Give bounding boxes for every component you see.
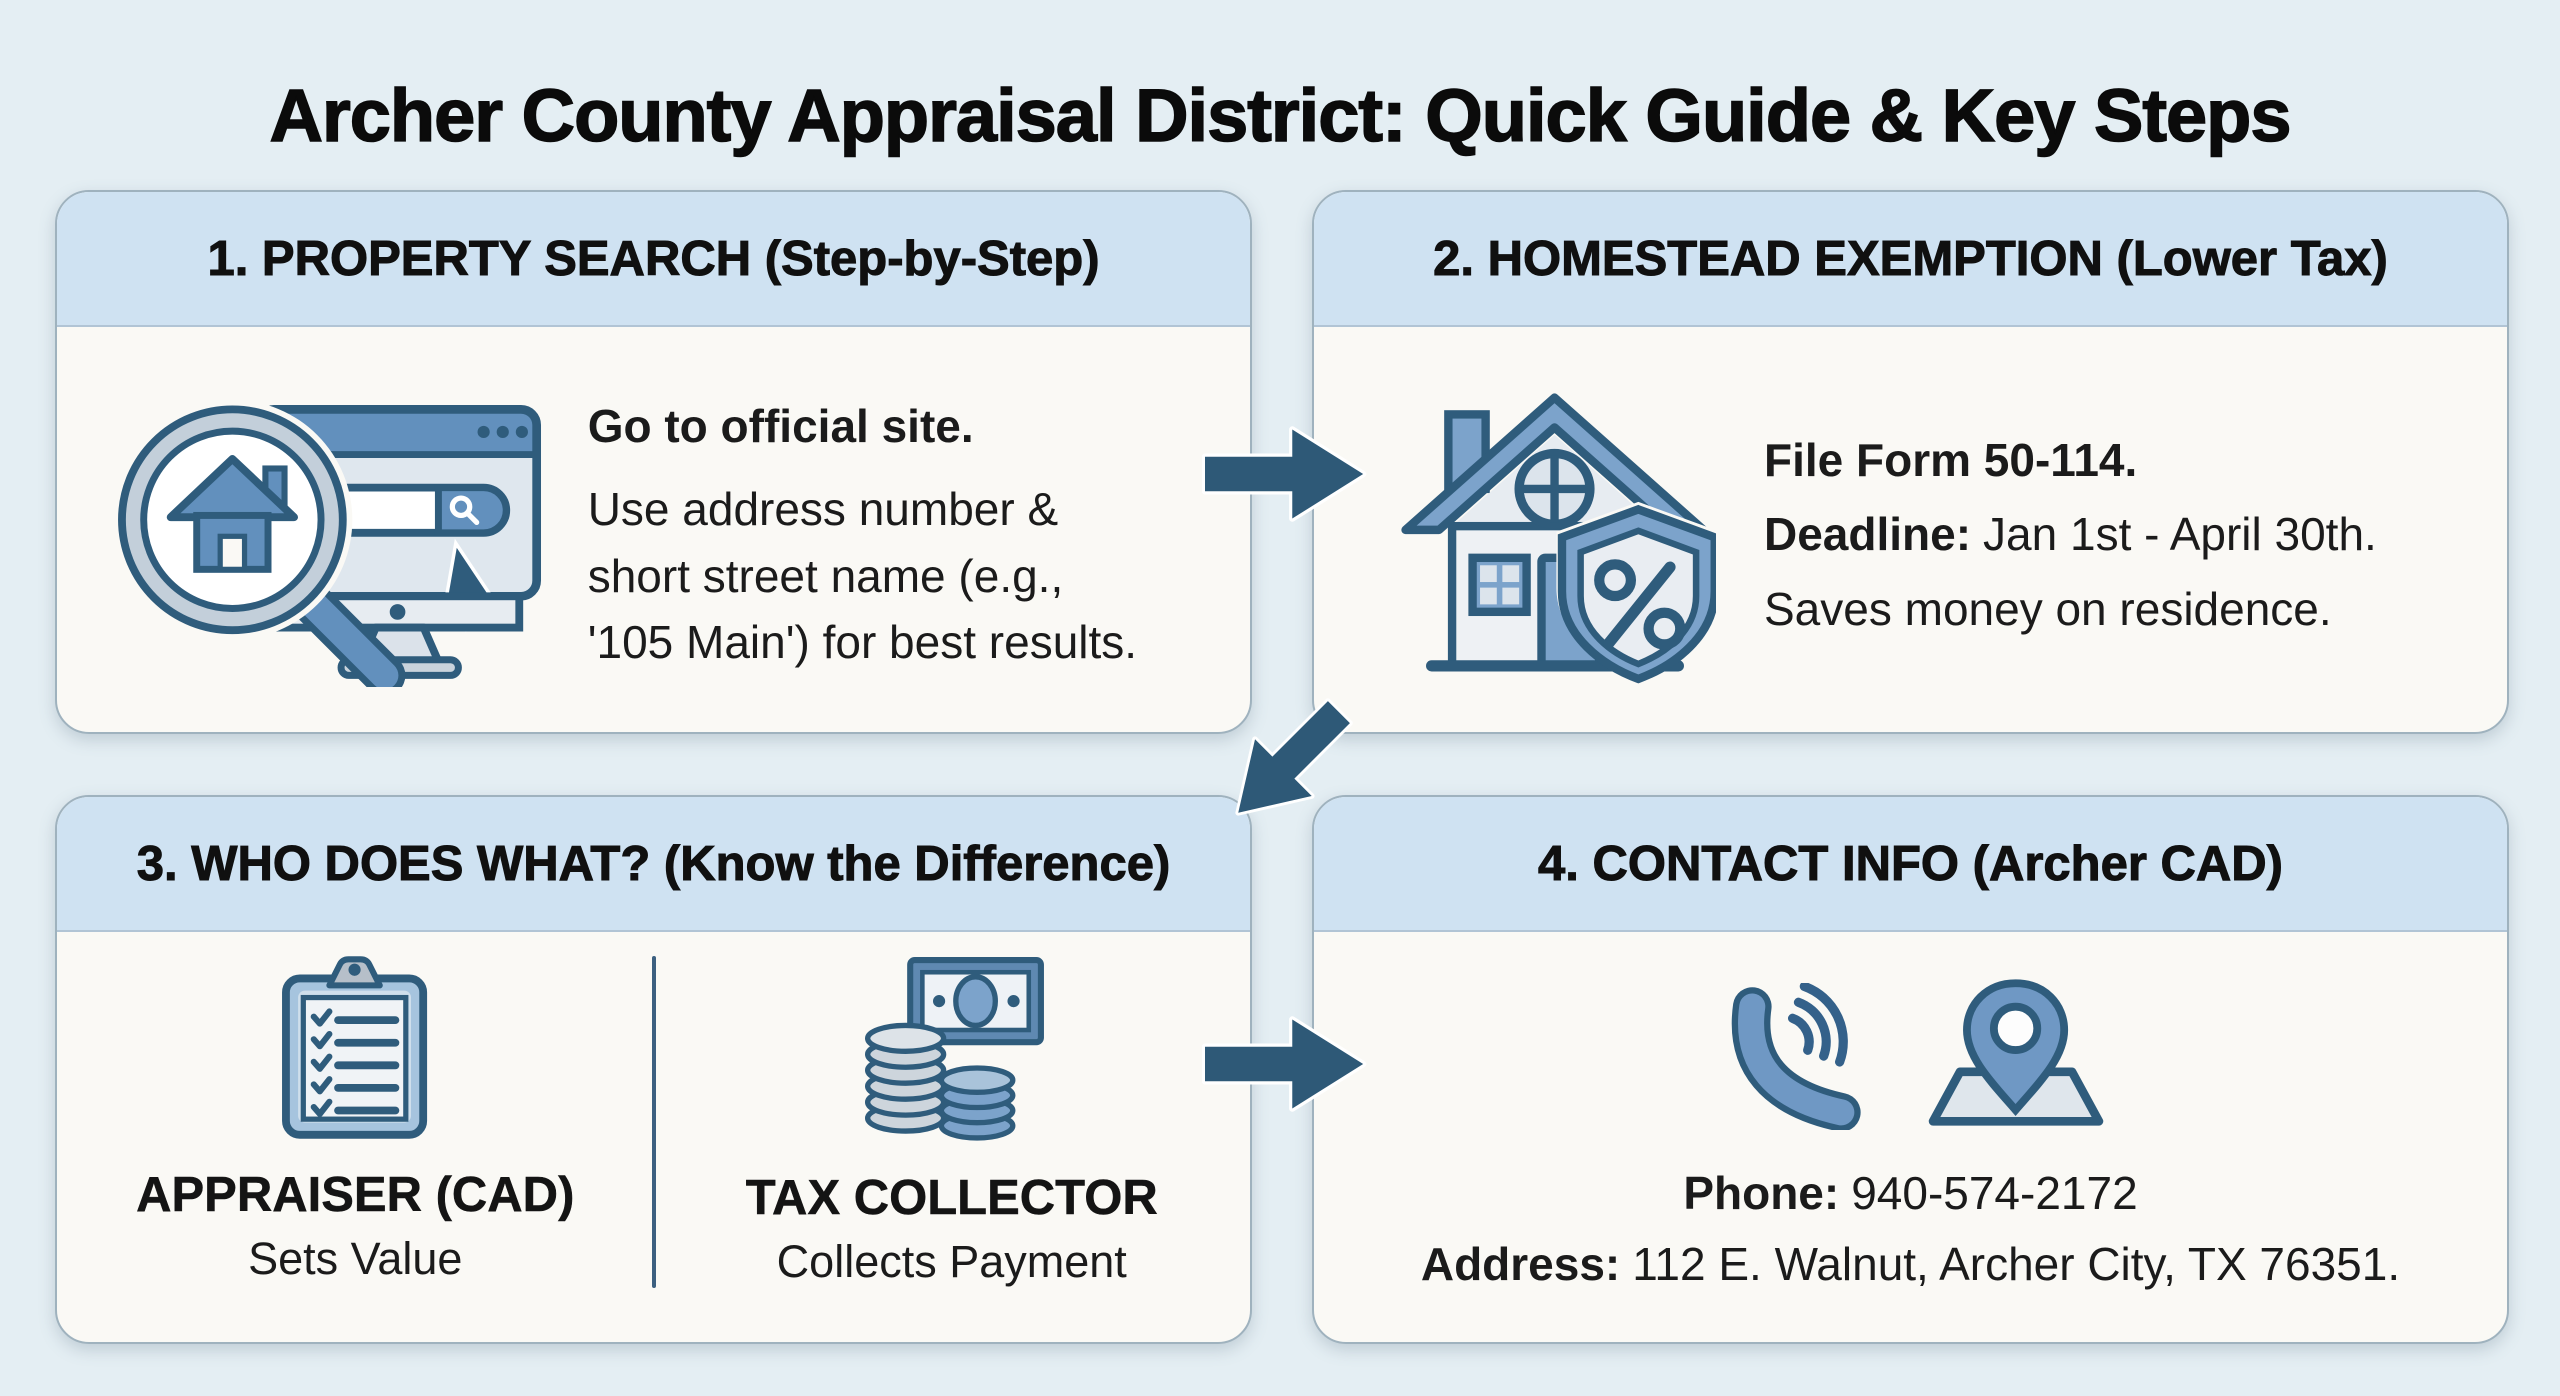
- contact-phone: Phone:940-574-2172: [1421, 1158, 2400, 1229]
- arrow-down-left-icon: [1235, 698, 1353, 816]
- appraiser-subtitle: Sets Value: [248, 1233, 463, 1284]
- deadline-value: Jan 1st - April 30th.: [1983, 508, 2377, 561]
- property-search-line: Use address number &: [587, 482, 1059, 535]
- card-homestead-exemption: 2. HOMESTEAD EXEMPTION (Lower Tax): [1312, 190, 2509, 734]
- phone-label: Phone:: [1683, 1167, 1840, 1219]
- card-contact-header: 4. CONTACT INFO (Archer CAD): [1314, 797, 2507, 932]
- collector-column: TAX COLLECTOR Collects Payment: [654, 932, 1251, 1342]
- card-contact-info: 4. CONTACT INFO (Archer CAD): [1312, 795, 2509, 1344]
- cash-coins-icon: [864, 957, 1044, 1141]
- page-title: Archer County Appraisal District: Quick …: [269, 73, 2292, 158]
- collector-subtitle: Collects Payment: [776, 1236, 1127, 1287]
- map-pin-icon: [1928, 979, 2103, 1126]
- clipboard-checklist-icon: [282, 956, 428, 1139]
- arrow-right-icon: [1202, 426, 1367, 522]
- homestead-lead: File Form 50-114.: [1764, 433, 2138, 486]
- address-value: 112 E. Walnut, Archer City, TX 76351.: [1632, 1238, 2401, 1291]
- property-search-line: '105 Main') for best results.: [587, 616, 1138, 669]
- arrow-right-icon: [1202, 1016, 1367, 1112]
- property-search-text: Go to official site. Use address number …: [588, 393, 1220, 676]
- appraiser-column: APPRAISER (CAD) Sets Value: [57, 932, 654, 1342]
- deadline-label: Deadline:: [1764, 508, 1972, 561]
- appraiser-title: APPRAISER (CAD): [136, 1168, 575, 1223]
- card-homestead-body: File Form 50-114. Deadline:Jan 1st - Apr…: [1314, 327, 2507, 732]
- card-contact-body: Phone:940-574-2172 Address:112 E. Walnut…: [1314, 932, 2507, 1342]
- collector-title: TAX COLLECTOR: [745, 1171, 1158, 1226]
- card-property-search: 1. PROPERTY SEARCH (Step-by-Step): [55, 190, 1252, 734]
- card-who-does-what-body: APPRAISER (CAD) Sets Value: [57, 932, 1250, 1342]
- homestead-note: Saves money on residence.: [1764, 582, 2332, 635]
- card-who-does-what: 3. WHO DOES WHAT? (Know the Difference): [55, 795, 1252, 1344]
- property-search-line: short street name (e.g.,: [587, 549, 1064, 602]
- card-property-search-body: Go to official site. Use address number …: [57, 327, 1250, 732]
- phone-handset-icon: [1731, 983, 1861, 1130]
- homestead-text: File Form 50-114. Deadline:Jan 1st - Apr…: [1764, 423, 2377, 647]
- house-search-monitor-icon: [115, 399, 542, 687]
- vertical-divider: [651, 956, 656, 1288]
- card-who-does-what-header: 3. WHO DOES WHAT? (Know the Difference): [57, 797, 1250, 932]
- homestead-deadline: Deadline:Jan 1st - April 30th.: [1764, 497, 2377, 572]
- card-homestead-header: 2. HOMESTEAD EXEMPTION (Lower Tax): [1314, 192, 2507, 327]
- address-label: Address:: [1420, 1238, 1621, 1291]
- contact-address: Address:112 E. Walnut, Archer City, TX 7…: [1421, 1229, 2400, 1300]
- phone-value: 940-574-2172: [1851, 1167, 2138, 1219]
- card-property-search-header: 1. PROPERTY SEARCH (Step-by-Step): [57, 192, 1250, 327]
- contact-icons: [1717, 958, 2105, 1130]
- house-shield-percent-icon: [1401, 392, 1716, 683]
- contact-lines: Phone:940-574-2172 Address:112 E. Walnut…: [1421, 1158, 2400, 1301]
- property-search-lead: Go to official site.: [587, 400, 974, 453]
